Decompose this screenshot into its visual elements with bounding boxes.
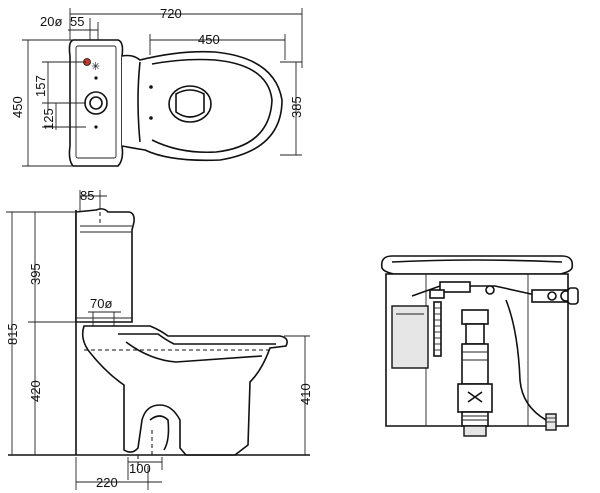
dim-label-385: 385	[289, 96, 304, 118]
cistern-side-outline	[75, 208, 135, 323]
dim-label-450-depth: 450	[10, 96, 25, 118]
flush-button-inner	[89, 96, 103, 110]
dim-label-157: 157	[33, 75, 48, 97]
flush-valve-head	[461, 309, 489, 325]
cistern-mechanism-view	[380, 255, 579, 437]
dim-label-720: 720	[160, 6, 182, 21]
dim-label-410: 410	[298, 383, 313, 405]
cistern-top-outline	[68, 39, 124, 167]
flush-valve-base	[457, 383, 493, 413]
overflow-tube	[433, 301, 442, 357]
dim-label-85: 85	[80, 188, 94, 203]
bowl-opening	[168, 85, 212, 123]
pan-side-outline	[81, 325, 288, 456]
outlet-nut	[463, 425, 487, 437]
pan-top-outline	[121, 50, 283, 162]
dim-label-420: 420	[28, 380, 43, 402]
dim-label-20-diameter: 20ø	[40, 14, 62, 29]
dim-label-220: 220	[96, 475, 118, 490]
top-view: 720 20ø 55 450 ✳ 385	[10, 6, 304, 167]
dim-label-100: 100	[129, 461, 151, 476]
asterisk-marker: ✳	[91, 61, 100, 73]
linkage-bar	[439, 281, 471, 293]
float-box	[391, 305, 429, 369]
cistern-lid	[380, 255, 574, 275]
dim-label-815: 815	[5, 323, 20, 345]
dim-label-125: 125	[41, 108, 56, 130]
dim-label-70-diameter: 70ø	[90, 296, 112, 311]
flush-valve-body	[461, 343, 489, 385]
dim-label-450-top: 450	[198, 32, 220, 47]
dim-label-395: 395	[28, 263, 43, 285]
dim-label-55: 55	[70, 14, 84, 29]
supply-pipe	[505, 299, 547, 421]
side-view: 85 70ø 815 395 420	[5, 188, 313, 490]
